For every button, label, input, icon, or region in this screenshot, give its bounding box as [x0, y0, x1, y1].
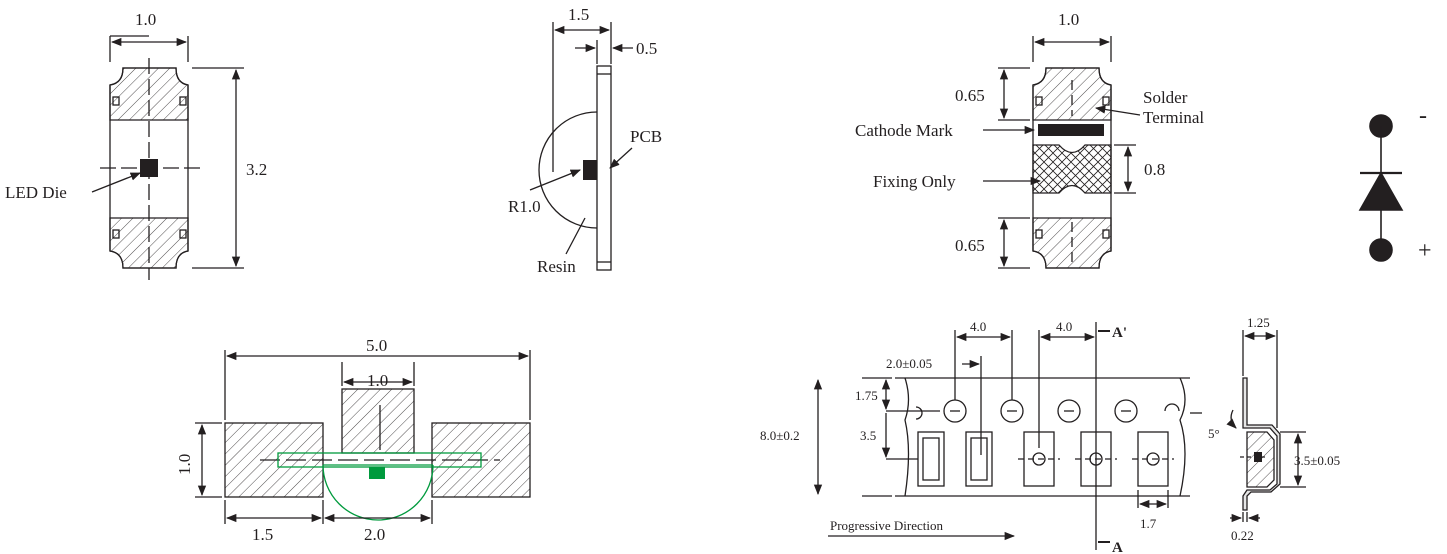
- plus-sign: +: [1418, 238, 1432, 264]
- pad-length-label: 1.5: [252, 525, 273, 544]
- radius-label: R1.0: [508, 197, 541, 216]
- fixing-only-label: Fixing Only: [873, 172, 956, 191]
- cathode-mark-label: Cathode Mark: [855, 121, 953, 140]
- led-die: [140, 159, 158, 177]
- pad-center: [341, 388, 415, 454]
- top-width-label: 1.0: [135, 10, 156, 29]
- solder-terminal-top: [1032, 67, 1112, 121]
- pocket-offset-label: 3.5: [860, 428, 876, 443]
- resin-label: Resin: [537, 257, 576, 276]
- bottom-width-label: 1.0: [1058, 10, 1079, 29]
- terminal-top-label: 0.65: [955, 86, 985, 105]
- fixing-area: [1032, 144, 1112, 194]
- land-total-label: 5.0: [366, 336, 387, 355]
- hole-offset-label: 2.0±0.05: [886, 356, 932, 371]
- carrier-tape-profile: [1242, 377, 1281, 511]
- solder-label-1: Solder: [1143, 88, 1188, 107]
- side-led-die: [583, 160, 597, 180]
- pcb-board: [596, 65, 612, 271]
- led-die-label: LED Die: [5, 183, 67, 202]
- direction-label: Progressive Direction: [830, 518, 944, 533]
- pcb-label: PCB: [630, 127, 662, 146]
- cathode-mark: [1038, 124, 1104, 136]
- solder-label-2: Terminal: [1143, 108, 1204, 127]
- pitch-1-label: 4.0: [970, 319, 986, 334]
- section-a-prime-label: A': [1112, 325, 1127, 341]
- pitch-2-label: 4.0: [1056, 319, 1072, 334]
- diode-symbol: [1358, 114, 1404, 262]
- top-length-label: 3.2: [246, 160, 267, 179]
- bottom-view: [983, 36, 1141, 269]
- component-die: [369, 467, 385, 479]
- section-top-label: 1.25: [1247, 315, 1270, 330]
- angle-label: 5°: [1208, 426, 1220, 441]
- tape-section: [1226, 330, 1306, 523]
- section-a-label: A: [1112, 540, 1123, 554]
- top-view: [91, 35, 244, 280]
- pad-height-label: 1.0: [175, 454, 194, 475]
- pocket-depth-label: 3.5±0.05: [1294, 453, 1340, 468]
- minus-sign: -: [1419, 103, 1427, 129]
- fixing-height-label: 0.8: [1144, 160, 1165, 179]
- resin-dome: [538, 111, 598, 229]
- pad-width-label: 1.0: [367, 371, 388, 390]
- tape: [813, 322, 1202, 550]
- side-thickness-label: 1.5: [568, 5, 589, 24]
- pocket-width-label: 1.7: [1140, 516, 1157, 531]
- tape-thickness-label: 0.22: [1231, 528, 1254, 543]
- bottom-terminal: [109, 217, 189, 269]
- pcb-thickness-label: 0.5: [636, 39, 657, 58]
- pad-gap-label: 2.0: [364, 525, 385, 544]
- side-view: [529, 22, 633, 271]
- land-pattern: [195, 350, 531, 524]
- sprocket-edge-label: 1.75: [855, 388, 878, 403]
- anode-terminal-dot: [1369, 238, 1393, 262]
- tape-width-label: 8.0±0.2: [760, 428, 800, 443]
- terminal-bottom-label: 0.65: [955, 236, 985, 255]
- diode-triangle: [1358, 171, 1404, 211]
